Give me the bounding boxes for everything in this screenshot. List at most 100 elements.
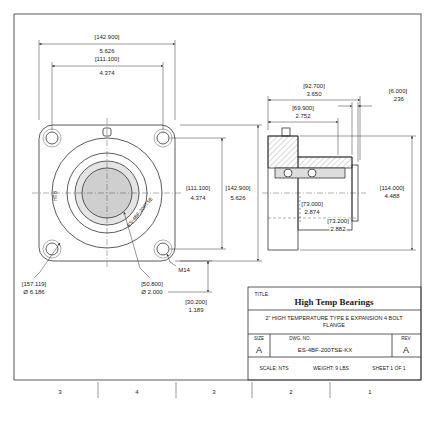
dimension: [111.100] — [185, 185, 211, 191]
drawing-stroke — [39, 40, 40, 120]
title-field: SHEET 1 OF 1 — [372, 366, 405, 371]
title-field: A — [403, 346, 409, 355]
dimension: [157.119] — [21, 281, 48, 287]
dimension: [92.700] — [302, 83, 326, 89]
drawing-stroke — [52, 66, 163, 67]
dimension: [142.900] — [224, 185, 251, 191]
part-marking: HTB — [53, 191, 58, 201]
drawing-stroke — [262, 193, 366, 194]
drawing-stroke — [170, 138, 226, 139]
dimension: [50.800] — [140, 281, 164, 287]
front-view — [32, 118, 182, 268]
drawing-stroke — [157, 132, 169, 144]
drawing-stroke — [352, 102, 353, 155]
drawing-stroke — [248, 357, 421, 358]
drawing-stroke — [392, 334, 393, 357]
zone-number: 4 — [135, 389, 138, 395]
drawing-stroke — [268, 96, 269, 130]
dimension: 4.374 — [189, 195, 206, 201]
drawing-stroke — [358, 102, 359, 162]
dimension: .236 — [391, 96, 405, 102]
title-field: SCALE: NTS — [259, 366, 288, 371]
drawing-stroke — [98, 382, 99, 398]
drawing-stroke — [46, 132, 58, 144]
drawing-stroke — [258, 125, 259, 261]
dimension: 5.626 — [229, 195, 246, 201]
dimension: [73.200] — [326, 218, 350, 224]
drawing-stroke — [180, 125, 262, 126]
thread-callout: M14 — [177, 267, 191, 273]
drawing-stroke — [176, 382, 177, 398]
drawing-stroke — [360, 96, 361, 160]
drawing-stroke — [282, 128, 290, 136]
drawing-stroke — [52, 62, 53, 130]
company-name: High Temp Bearings — [294, 298, 373, 307]
drawing-stroke — [252, 382, 253, 398]
zone-number: 3 — [212, 389, 215, 395]
dimension: 2.882 — [329, 226, 346, 232]
drawing-stroke — [168, 292, 212, 293]
drawing-stroke — [300, 136, 416, 137]
dimension: 2.874 — [303, 209, 320, 215]
drawing-stroke — [268, 122, 338, 123]
dimension: 2.752 — [294, 113, 311, 119]
drawing-stroke — [358, 106, 372, 107]
drawing-stroke — [175, 261, 212, 262]
drawing-stroke — [46, 243, 58, 255]
drawing-stroke — [330, 382, 331, 398]
drawing-title: 2" HIGH TEMPERATURE TYPE E EXPANSION 4 B… — [259, 315, 409, 329]
drawing-stroke — [39, 44, 175, 45]
dimension: [111.100] — [94, 56, 120, 62]
zone-number: 1 — [368, 389, 371, 395]
drawing-stroke — [154, 240, 172, 258]
drawing-stroke — [170, 249, 226, 250]
drawing-stroke — [248, 310, 421, 311]
drawing-stroke — [157, 243, 169, 255]
dimension: [142.900] — [93, 34, 120, 40]
drawing-stroke — [154, 129, 172, 147]
part-marking: ES-4BF-200TSE — [126, 196, 154, 228]
drawing-stroke — [14, 14, 421, 398]
drawing-stroke — [412, 136, 413, 250]
dimension: Ø 6.186 — [22, 289, 45, 295]
border — [14, 14, 421, 380]
title-field: WEIGHT: 9 LBS — [313, 366, 349, 371]
drawing-stroke — [338, 106, 352, 107]
drawing-number: ES-4BF-200TSE-KX — [298, 347, 353, 353]
title-block — [248, 287, 421, 380]
dimension: Ø 2.000 — [140, 289, 163, 295]
drawing-stroke — [356, 157, 357, 230]
dimension: 1.189 — [187, 307, 204, 313]
drawing-stroke — [300, 250, 416, 251]
dimension: 5.626 — [98, 48, 115, 54]
drawing-stroke — [248, 287, 421, 380]
drawing-stroke — [163, 62, 164, 130]
title-field: REV — [401, 337, 410, 342]
drawing-stroke — [308, 169, 316, 177]
drawing-stroke — [222, 138, 223, 249]
drawing-stroke — [284, 169, 292, 177]
dimension: 4.374 — [98, 70, 115, 76]
drawing-stroke — [34, 40, 262, 292]
drawing-stroke — [248, 334, 421, 335]
title-field: A — [256, 346, 262, 355]
drawing-stroke — [270, 334, 271, 357]
drawing-stroke — [34, 243, 60, 278]
drawing-stroke — [338, 118, 339, 155]
drawing-stroke — [268, 100, 360, 101]
dimension: [30.200] — [184, 299, 208, 305]
dimension: [73.000] — [300, 201, 324, 207]
drawing-stroke — [167, 254, 176, 266]
drawing-stroke — [268, 136, 352, 168]
title-field: SIZE — [254, 337, 264, 342]
title-field: DWG. NO. — [289, 337, 311, 342]
drawing-stroke — [275, 168, 345, 178]
drawing-stroke — [300, 196, 301, 222]
drawing-stroke — [43, 240, 61, 258]
drawing-stroke — [43, 129, 61, 147]
drawing-stroke — [208, 261, 209, 292]
side-view — [262, 128, 366, 250]
dimension: [114.000] — [379, 185, 406, 191]
zone-number: 3 — [58, 389, 61, 395]
